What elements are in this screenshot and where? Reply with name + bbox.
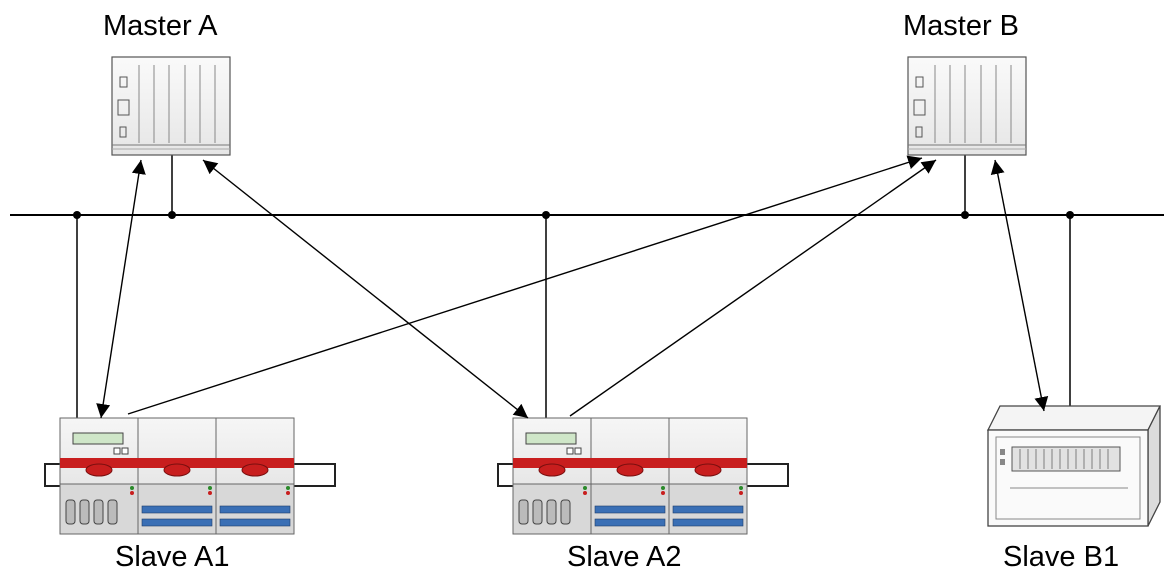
master-b-label: Master B xyxy=(903,10,1020,42)
slave-a2-device xyxy=(497,417,789,535)
master-a-label: Master A xyxy=(103,10,218,42)
junction-dot xyxy=(1066,211,1074,219)
slave-b1-device xyxy=(986,405,1162,527)
junction-dot xyxy=(168,211,176,219)
junction-dot xyxy=(73,211,81,219)
slave-a1-label: Slave A1 xyxy=(115,541,230,573)
master-a-device xyxy=(111,56,231,156)
link-master-a-slave-a1 xyxy=(96,159,146,419)
slave-a1-device xyxy=(44,417,336,535)
slave-b1-label: Slave B1 xyxy=(1003,541,1120,573)
link-slave-a2-master-b xyxy=(569,159,937,417)
slave-a2-label: Slave A2 xyxy=(567,541,682,573)
link-master-b-slave-b1 xyxy=(990,159,1049,412)
link-master-a-slave-a2 xyxy=(202,159,529,419)
junction-dot xyxy=(961,211,969,219)
master-b-device xyxy=(907,56,1027,156)
junction-dot xyxy=(542,211,550,219)
link-slave-a1-master-b xyxy=(127,155,923,415)
